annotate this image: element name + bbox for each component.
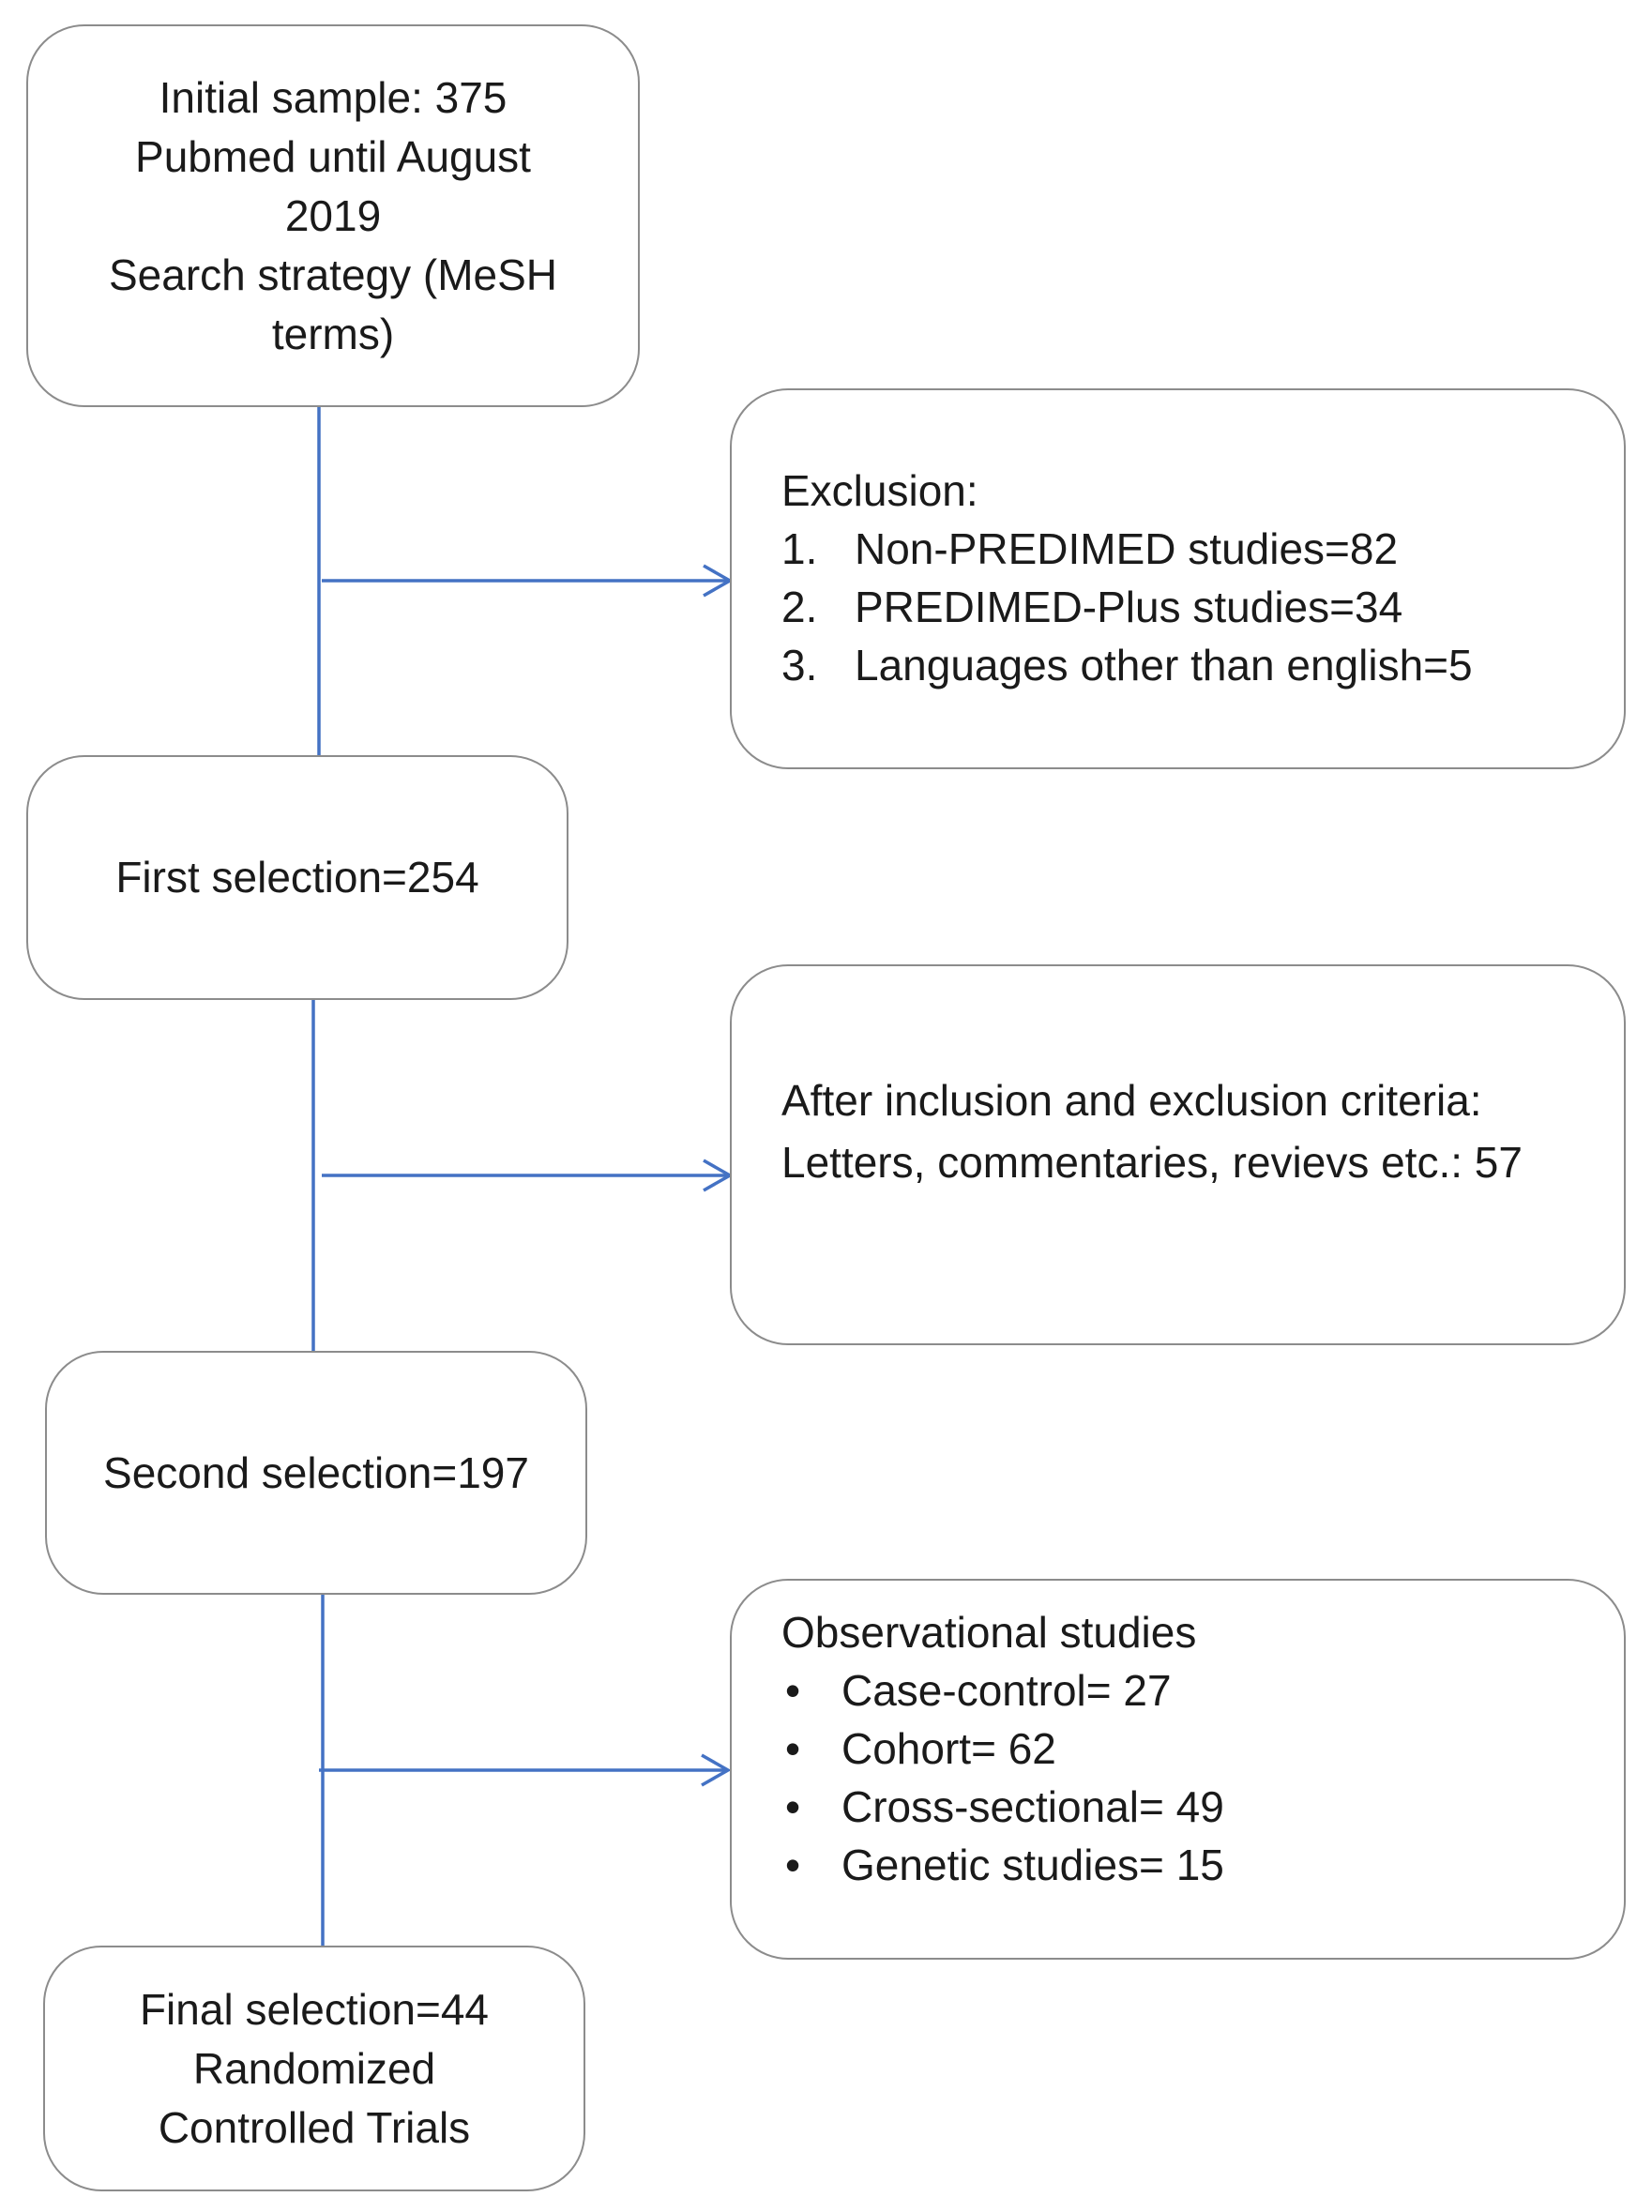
exclusion-item-number: 3. — [781, 641, 818, 689]
second-selection-box: Second selection=197 — [45, 1351, 587, 1595]
exclusion-item-number: 1. — [781, 524, 818, 573]
arrowhead-observational — [701, 1753, 732, 1787]
first-selection-box: First selection=254 — [26, 755, 568, 1000]
search-strategy-line-2: terms) — [271, 309, 395, 358]
observational-item-text: Case-control= 27 — [841, 1666, 1172, 1715]
second-selection-text: Second selection=197 — [103, 1447, 529, 1497]
observational-item: • Genetic studies= 15 — [781, 1836, 1624, 1894]
observational-studies-box: Observational studies • Case-control= 27… — [730, 1579, 1626, 1960]
exclusion-item: 1. Non-PREDIMED studies=82 — [781, 520, 1624, 578]
observational-item-text: Genetic studies= 15 — [841, 1841, 1224, 1889]
search-strategy-line: Search strategy (MeSH — [108, 250, 558, 299]
observational-item: • Cross-sectional= 49 — [781, 1778, 1624, 1836]
observational-item-text: Cross-sectional= 49 — [841, 1782, 1224, 1831]
exclusion-item: 2. PREDIMED-Plus studies=34 — [781, 578, 1624, 636]
study-type-line: Randomized — [192, 2043, 436, 2093]
initial-sample-box: Initial sample: 375 Pubmed until August … — [26, 24, 640, 407]
exclusion-item-number: 2. — [781, 583, 818, 631]
final-selection-box: Final selection=44 Randomized Controlled… — [43, 1946, 585, 2191]
exclusion-title: Exclusion: — [781, 466, 978, 515]
inclusion-exclusion-box: After inclusion and exclusion criteria: … — [730, 964, 1626, 1345]
observational-title: Observational studies — [781, 1608, 1197, 1657]
criteria-line: After inclusion and exclusion criteria: — [781, 1076, 1482, 1125]
bullet-icon: • — [785, 1841, 801, 1889]
bullet-icon: • — [785, 1782, 801, 1831]
observational-item-text: Cohort= 62 — [841, 1724, 1056, 1773]
observational-item: • Case-control= 27 — [781, 1661, 1624, 1720]
bullet-icon: • — [785, 1724, 801, 1773]
first-selection-text: First selection=254 — [115, 853, 479, 901]
source-line: Pubmed until August — [135, 131, 531, 181]
source-year-line: 2019 — [284, 190, 382, 240]
initial-sample-line: Initial sample: 375 — [159, 72, 508, 122]
excluded-publications-line: Letters, commentaries, revievs etc.: 57 — [781, 1138, 1523, 1187]
exclusion-item: 3. Languages other than english=5 — [781, 636, 1624, 694]
final-selection-line: Final selection=44 — [139, 1984, 490, 2034]
exclusion-item-text: Languages other than english=5 — [855, 641, 1473, 689]
study-type-line-2: Controlled Trials — [158, 2102, 471, 2152]
exclusion-item-text: Non-PREDIMED studies=82 — [855, 524, 1399, 573]
exclusion-box: Exclusion: 1. Non-PREDIMED studies=82 2.… — [730, 388, 1626, 769]
observational-item: • Cohort= 62 — [781, 1720, 1624, 1778]
exclusion-item-text: PREDIMED-Plus studies=34 — [855, 583, 1403, 631]
bullet-icon: • — [785, 1666, 801, 1715]
